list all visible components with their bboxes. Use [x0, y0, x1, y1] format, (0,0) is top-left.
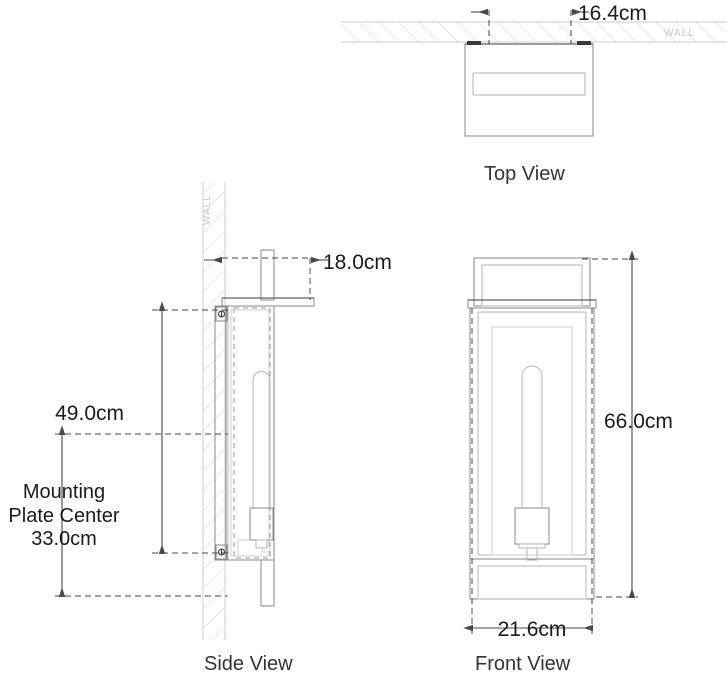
- top-view-label: Top View: [484, 163, 565, 185]
- mounting-plate-label-line1: Mounting: [23, 481, 105, 503]
- side-view-group: WALL: [8, 182, 392, 675]
- front-view-group: 66.0cm 21.6cm Front View: [463, 250, 673, 675]
- dimension-front-height: 66.0cm: [582, 250, 673, 599]
- mounting-plate-label-line3: 33.0cm: [31, 528, 97, 550]
- dimension-label-top-depth: 16.4cm: [578, 2, 647, 25]
- side-view-body: [225, 305, 275, 561]
- dimension-label-front-width: 21.6cm: [498, 618, 567, 641]
- dimension-mounting-plate-center: Mounting Plate Center 33.0cm: [8, 425, 228, 598]
- dimension-side-projection: 18.0cm: [204, 251, 392, 300]
- wall-label-side: WALL: [202, 194, 213, 225]
- top-view-wall: WALL: [341, 21, 727, 43]
- dimension-side-height: 49.0cm: [55, 301, 228, 555]
- side-view-bottom-stem: [260, 559, 275, 607]
- dimension-label-side-projection: 18.0cm: [323, 251, 392, 274]
- front-view-bulb: [514, 365, 550, 561]
- front-view-body: [469, 307, 595, 600]
- side-view-bulb: [237, 371, 274, 557]
- front-view-top-cap: [473, 257, 591, 307]
- wall-label-top: WALL: [664, 28, 695, 39]
- side-view-label: Side View: [204, 653, 293, 675]
- dimension-label-front-height: 66.0cm: [604, 410, 673, 433]
- dimension-front-width: 21.6cm: [463, 308, 594, 641]
- dimension-top-depth: 16.4cm: [471, 2, 647, 44]
- top-view-group: WALL 16.4cm Top View: [341, 2, 727, 185]
- front-view-plate: [467, 299, 597, 309]
- top-view-fixture: [464, 41, 594, 137]
- mounting-plate-label-line2: Plate Center: [8, 505, 120, 527]
- front-view-label: Front View: [475, 653, 571, 675]
- dimension-label-side-height: 49.0cm: [55, 402, 124, 425]
- side-view-wall: WALL: [202, 182, 226, 640]
